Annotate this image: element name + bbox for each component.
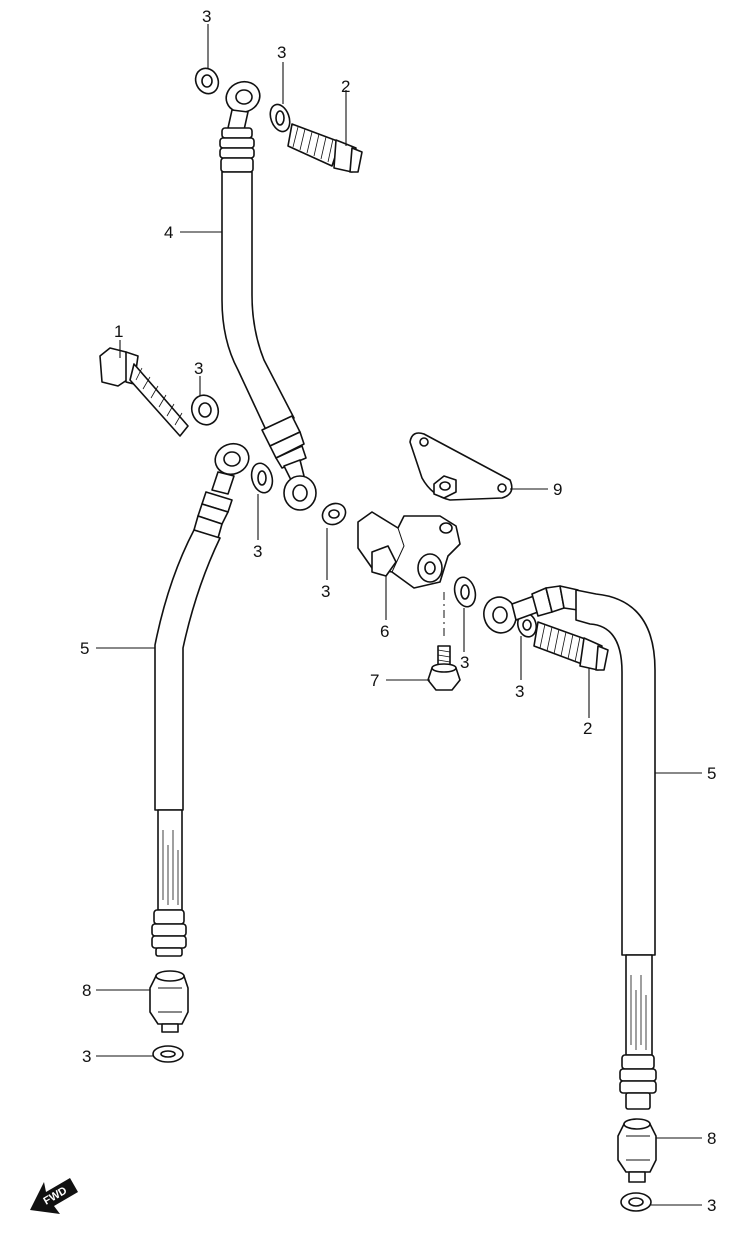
part-3-washer-mid-left xyxy=(190,394,220,426)
callout-8-left: 8 xyxy=(82,981,91,1000)
callout-3-right-bolt: 3 xyxy=(515,682,524,701)
part-6-joint xyxy=(357,511,461,589)
part-9-bracket xyxy=(409,432,513,501)
part-3-washer-bottom-left xyxy=(152,1045,184,1063)
part-8-nut-right xyxy=(617,1118,657,1183)
callout-7: 7 xyxy=(370,671,379,690)
callout-3-top-right: 3 xyxy=(277,43,286,62)
callout-numbers: 3 3 2 4 1 3 3 3 9 6 3 3 2 7 5 5 8 3 8 3 xyxy=(80,7,716,1215)
callout-6: 6 xyxy=(380,622,389,641)
callout-3-bottom-left: 3 xyxy=(82,1047,91,1066)
callout-3-center: 3 xyxy=(321,582,330,601)
callout-5-left: 5 xyxy=(80,639,89,658)
callout-2-top: 2 xyxy=(341,77,350,96)
part-4-upper-brake-hose xyxy=(219,80,317,511)
part-5-left-brake-hose xyxy=(151,442,250,957)
callout-9: 9 xyxy=(553,480,562,499)
callout-3-bottom-right: 3 xyxy=(707,1196,716,1215)
part-3-washer-top-left xyxy=(194,67,220,95)
part-2-union-bolt-top xyxy=(287,123,363,173)
callout-5-right: 5 xyxy=(707,764,716,783)
part-2-union-bolt-right xyxy=(533,621,609,671)
callout-8-right: 8 xyxy=(707,1129,716,1148)
part-3-washer-mid-center xyxy=(250,462,274,494)
part-3-washer-right-of-joint xyxy=(453,576,477,608)
callout-1: 1 xyxy=(114,322,123,341)
part-7-bolt xyxy=(427,645,461,691)
part-3-washer-center xyxy=(321,502,347,526)
callout-3-mid-center: 3 xyxy=(253,542,262,561)
part-8-nut-left xyxy=(149,970,189,1033)
callout-3-top-left: 3 xyxy=(202,7,211,26)
part-5-right-brake-hose xyxy=(483,585,657,1110)
leader-lines xyxy=(96,24,702,1206)
callout-4: 4 xyxy=(164,223,173,242)
part-3-washer-right-bolt xyxy=(516,612,538,638)
fwd-arrow-badge: FWD xyxy=(30,1178,78,1214)
part-1-bolt xyxy=(99,347,189,437)
part-3-washer-bottom-right xyxy=(620,1192,652,1212)
part-3-washer-top-right xyxy=(269,103,291,133)
callout-3-right-of-joint: 3 xyxy=(460,653,469,672)
callout-2-right: 2 xyxy=(583,719,592,738)
callout-3-mid-left: 3 xyxy=(194,359,203,378)
